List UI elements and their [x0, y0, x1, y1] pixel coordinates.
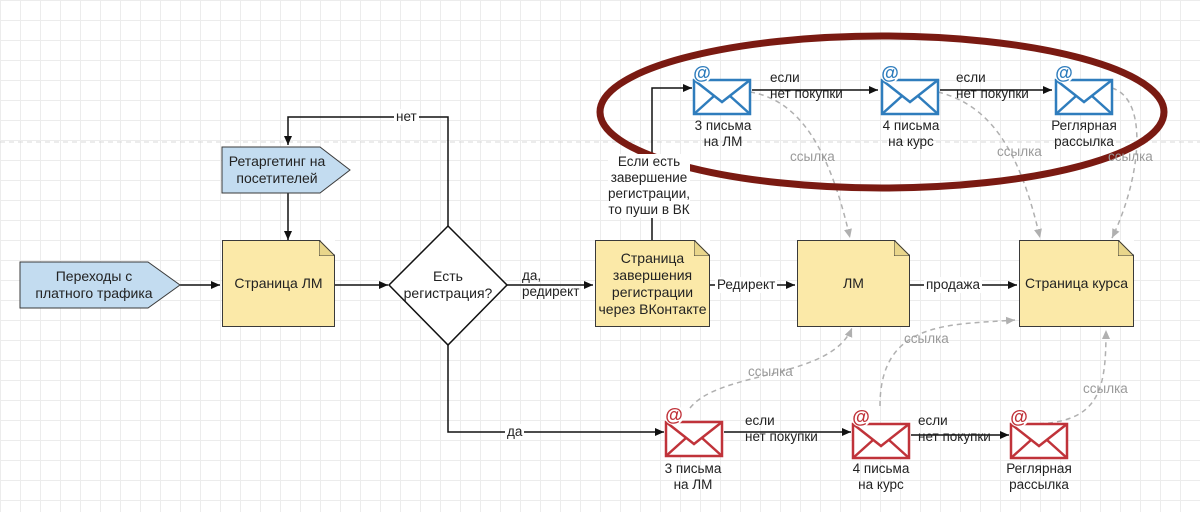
edge-check-no	[284, 116, 449, 226]
email-icon	[878, 61, 940, 116]
link-arrow-blue1-lm	[749, 91, 852, 239]
email-caption: 4 письма на курс	[852, 461, 910, 492]
email-caption: Реглярная рассылка	[1051, 118, 1117, 149]
edge-label-if-no-purchase: если нет покупки	[770, 70, 843, 101]
page-fold-icon	[894, 240, 910, 256]
edge-label-if-no-purchase: если нет покупки	[918, 413, 991, 444]
email-icon	[1052, 61, 1114, 116]
vk-page-card: Страница завершения регистрации через ВК…	[595, 240, 710, 327]
edge-label-link: ссылка	[790, 149, 835, 164]
registration-decision-node	[387, 224, 509, 347]
link-arrow-red1-lm	[689, 327, 853, 409]
edge-label-redirect: Редирект	[715, 277, 778, 293]
edge-label-link: ссылка	[1108, 149, 1153, 164]
vk-page-label: Страница завершения регистрации через ВК…	[598, 249, 707, 317]
lm-label: ЛМ	[843, 275, 864, 291]
page-fold-icon	[1118, 240, 1134, 256]
email-icon	[1007, 405, 1069, 460]
highlight-ellipse	[596, 32, 1168, 192]
paid-traffic-node	[19, 261, 181, 309]
edge-label-if-no-purchase: если нет покупки	[745, 413, 818, 444]
page-lm-label: Страница ЛМ	[234, 275, 323, 291]
email-caption: 3 письма на ЛМ	[694, 118, 752, 149]
email-icon	[662, 403, 724, 458]
link-arrow-red3-course	[1029, 329, 1110, 425]
edge-label-yes-redirect: да, редирект	[522, 268, 580, 299]
email-caption: 4 письма на курс	[882, 118, 940, 149]
retargeting-node	[221, 146, 351, 194]
link-arrow-red2-course	[879, 316, 1016, 407]
retargeting-label: Ретаргетинг на посетителей	[228, 153, 326, 186]
vk-note-label: Если есть завершение регистрации, то пуш…	[608, 154, 690, 218]
email-icon	[849, 405, 911, 460]
link-arrow-blue2-course	[937, 91, 1042, 239]
edge-label-sale: продажа	[924, 277, 982, 293]
edge-label-yes: да	[505, 424, 525, 440]
email-caption: 3 письма на ЛМ	[664, 461, 722, 492]
edge-label-link: ссылка	[748, 364, 793, 379]
edge-label-link: ссылка	[1083, 381, 1128, 396]
edge-label-link: ссылка	[904, 331, 949, 346]
email-icon	[690, 61, 752, 116]
page-lm-card: Страница ЛМ	[222, 240, 335, 327]
edge-label-if-no-purchase: если нет покупки	[956, 70, 1029, 101]
page-fold-icon	[319, 240, 335, 256]
paid-traffic-label: Переходы с платного трафика	[35, 268, 153, 301]
lm-card: ЛМ	[797, 240, 910, 327]
edge-label-link: ссылка	[997, 144, 1042, 159]
edge-label-no: нет	[394, 109, 419, 125]
email-caption: Реглярная рассылка	[1006, 461, 1072, 492]
course-page-card: Страница курса	[1019, 240, 1134, 327]
edge-check-yes	[447, 345, 664, 436]
page-fold-icon	[694, 240, 710, 256]
course-page-label: Страница курса	[1024, 275, 1129, 291]
registration-check-label: Есть регистрация?	[403, 268, 493, 301]
